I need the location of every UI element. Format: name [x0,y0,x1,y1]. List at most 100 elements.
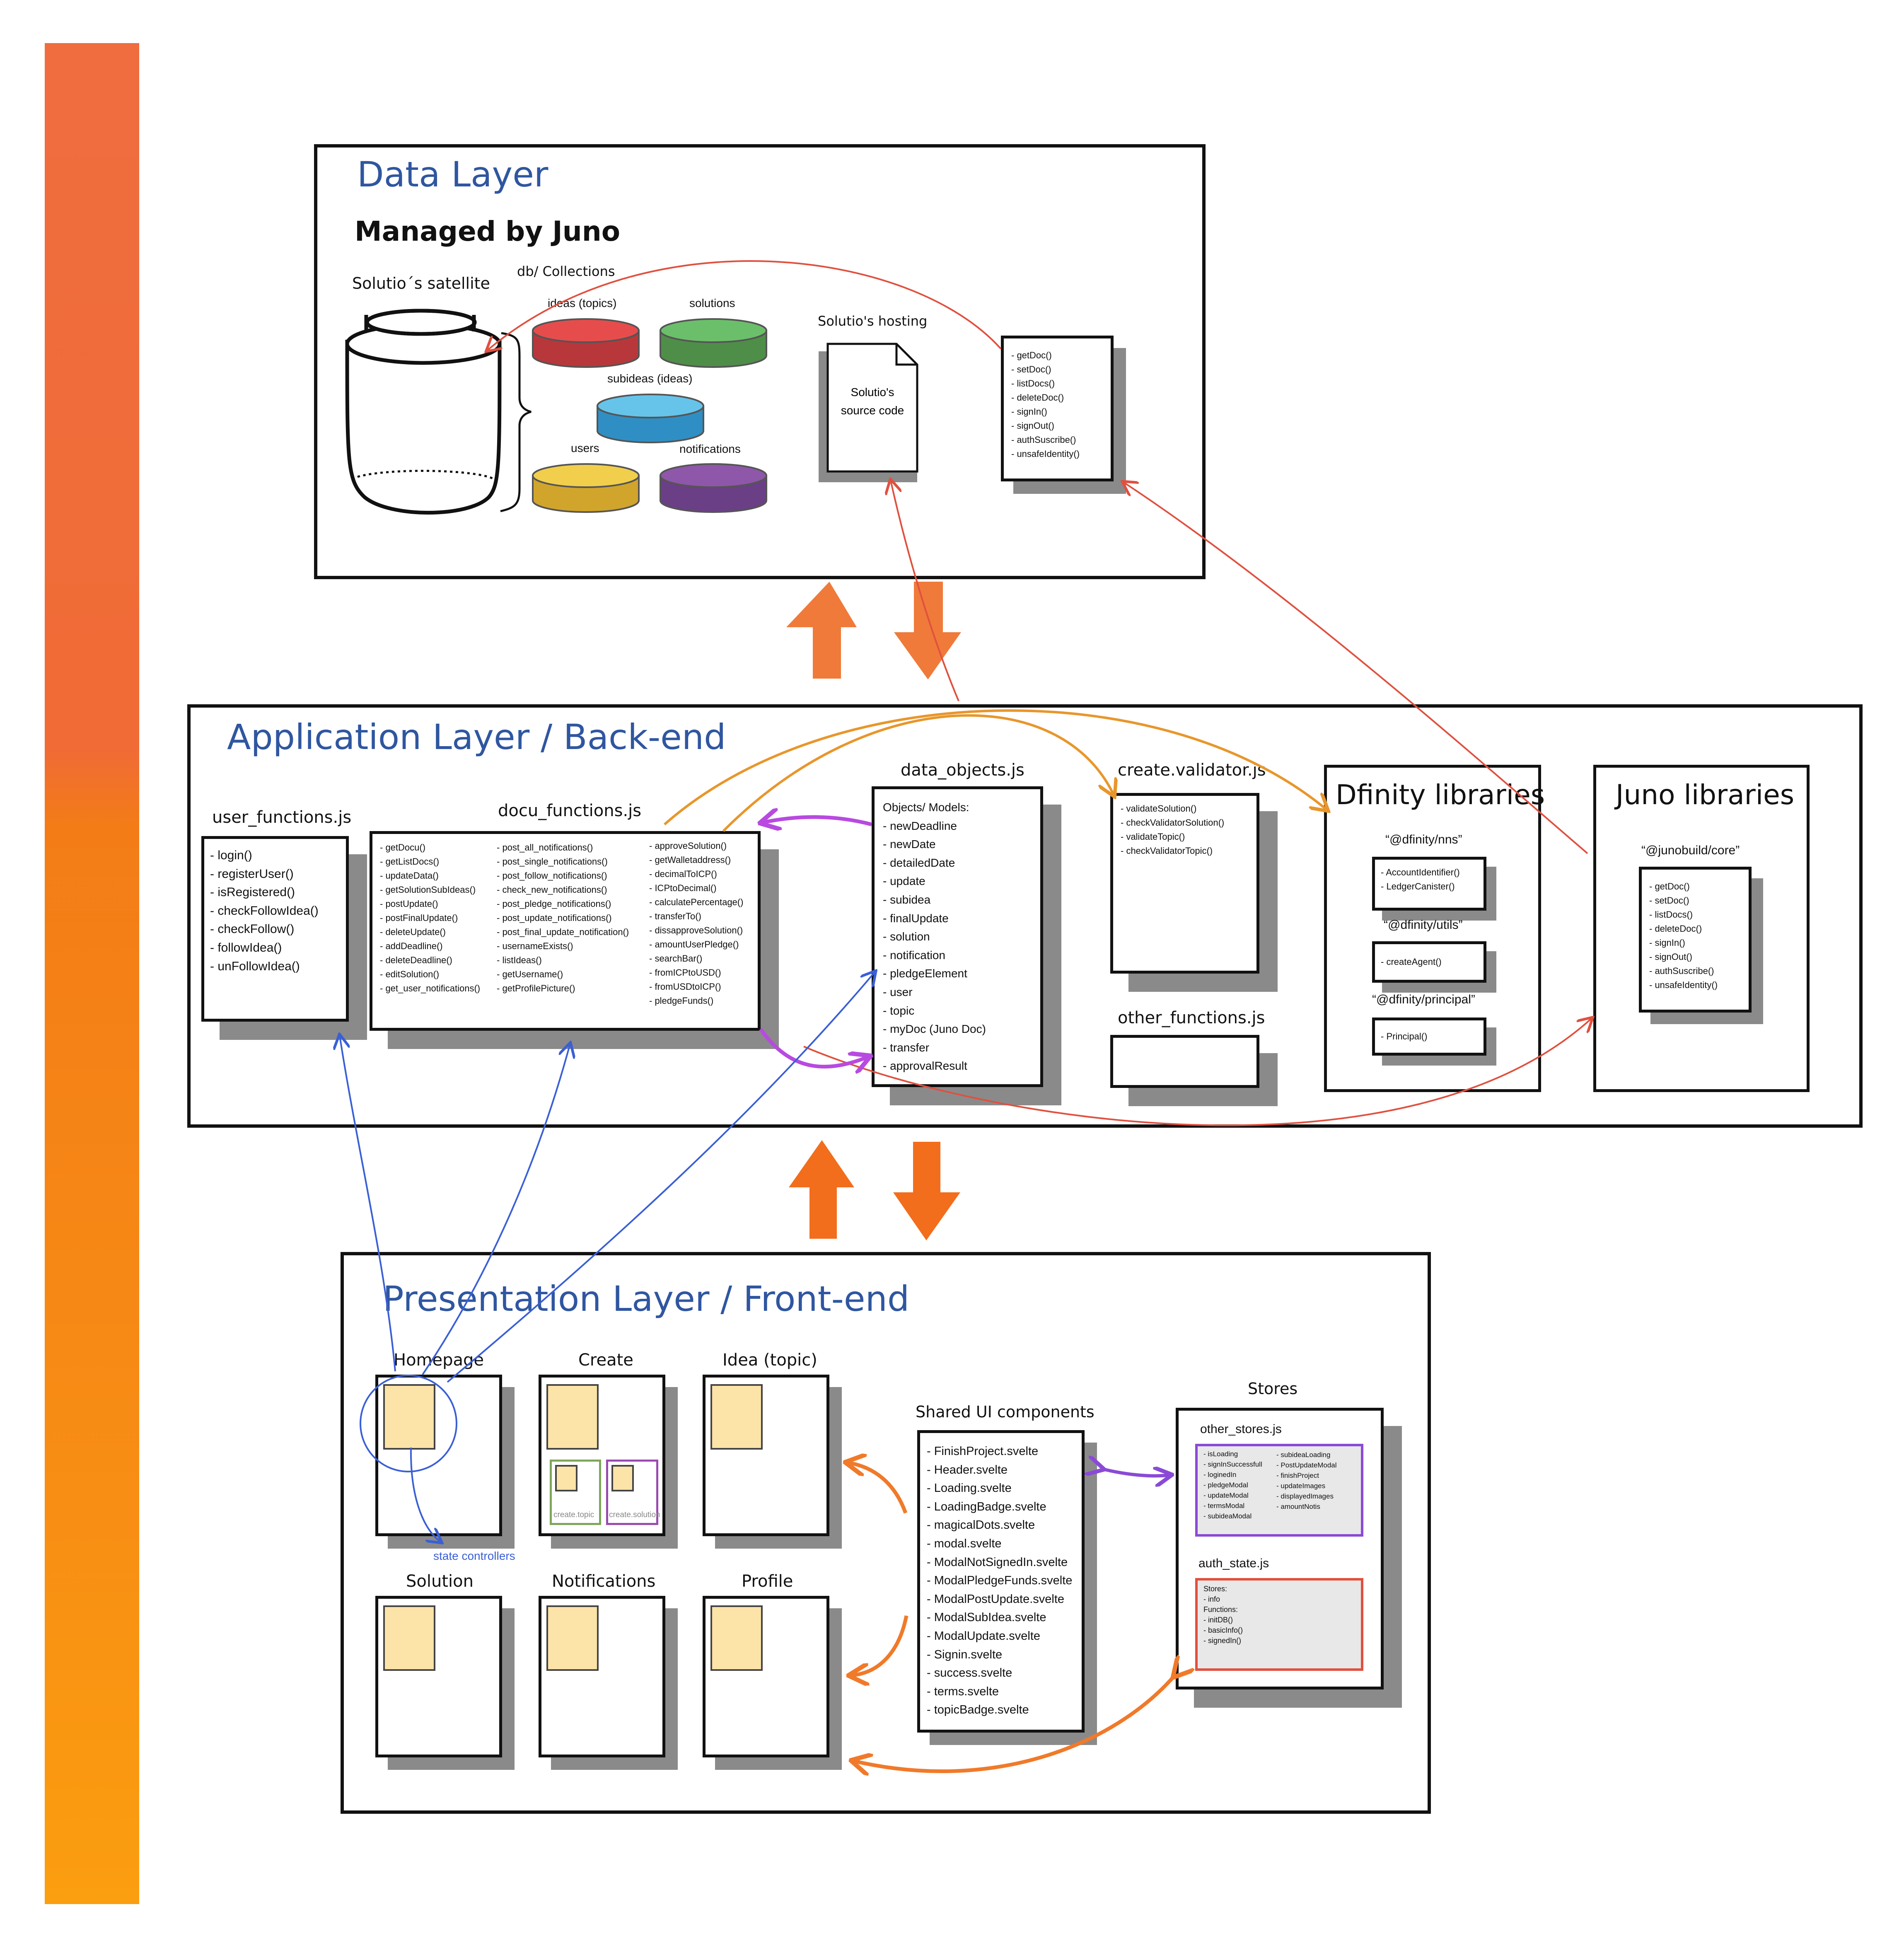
method-item: - unsafeIdentity() [1011,449,1080,459]
other-functions-box [1110,1035,1259,1088]
function-item: - approveSolution() [649,841,727,851]
object-item: - notification [883,948,945,962]
collection-label-solutions: solutions [689,297,735,309]
orange-arrow-to-dfinity [664,709,1327,826]
profile-component [710,1605,763,1671]
auth-item: Stores: [1203,1585,1227,1593]
object-item: Objects/ Models: [883,801,969,814]
function-item: - postUpdate() [380,899,438,909]
other-stores-col1: - isLoading - signInSuccessfull - logine… [1203,1449,1262,1521]
collection-label-notifications: notifications [679,442,741,455]
dfinity-utils-list: - createAgent() [1381,955,1442,969]
method-item: - setDoc() [1011,364,1051,375]
function-item: - addDeadline() [380,941,443,951]
function-item: - checkValidatorSolution() [1121,817,1225,828]
docu-functions-col2: - post_all_notifications() - post_single… [497,841,629,996]
component-item: - ModalNotSignedIn.svelte [927,1555,1068,1569]
component-item: - ModalPledgeFunds.svelte [927,1574,1073,1588]
solution-page [375,1596,502,1757]
red-arrow-juno-to-methods [1124,482,1588,854]
function-item: - usernameExists() [497,941,573,951]
function-item: - post_update_notifications() [497,913,612,923]
collection-solutions-disc [660,318,767,368]
function-item: - searchBar() [649,953,703,964]
component-item: - ModalPostUpdate.svelte [927,1592,1065,1606]
function-item: - checkValidatorTopic() [1121,846,1213,856]
function-item: - unFollowIdea() [210,959,300,973]
docu-functions-box: - getDocu() - getListDocs() - updateData… [370,831,761,1031]
function-item: - getUsername() [497,969,563,979]
data-layer-subtitle: Managed by Juno [355,215,621,247]
method-item: - getDoc() [1011,350,1052,360]
orange-arrow-shared-to-profile [850,1615,909,1675]
component-item: - magicalDots.svelte [927,1518,1035,1532]
object-item: - approvalResult [883,1059,967,1073]
source-code-document-icon: Solutio's source code [819,343,918,482]
create-solution-label: create.solution [609,1511,660,1519]
function-item: - listDocs() [1649,909,1693,920]
object-item: - update [883,875,925,888]
collection-users-disc [532,463,640,513]
auth-state-list: Stores: - info Functions: - initDB() - b… [1203,1584,1243,1646]
function-item: - post_final_update_notification() [497,927,629,937]
function-item: - deleteDoc() [1649,923,1702,934]
store-item: - loginedIn [1203,1471,1237,1479]
function-item: - getWalletaddress() [649,855,731,865]
store-item: - pledgeModal [1203,1481,1248,1489]
collections-brace [500,332,532,512]
dfinity-principal-list: - Principal() [1381,1030,1427,1044]
function-item: - post_follow_notifications() [497,870,607,881]
docu-functions-col3: - approveSolution() - getWalletaddress()… [649,839,743,1008]
store-item: - amountNotis [1276,1503,1320,1511]
create-validator-list: - validateSolution() - checkValidatorSol… [1121,802,1224,858]
component-item: - Header.svelte [927,1463,1008,1477]
juno-core-box: - getDoc() - setDoc() - listDocs() - del… [1639,867,1752,1013]
function-item: - dissapproveSolution() [649,925,743,935]
create-topic-frame: create.topic [550,1460,601,1525]
satellite-jar-icon [345,309,502,515]
data-layer-title: Data Layer [357,154,548,195]
juno-methods-list: - getDoc() - setDoc() - listDocs() - del… [1011,348,1080,461]
auth-item: - info [1203,1595,1220,1603]
collection-label-subideas: subideas (ideas) [607,372,693,385]
function-item: - signOut() [1649,952,1692,962]
dfinity-utils-box: - createAgent() [1372,941,1486,983]
create-validator-box: - validateSolution() - checkValidatorSol… [1110,793,1259,974]
dfinity-principal-label: “@dfinity/principal” [1372,993,1475,1006]
auth-state-title: auth_state.js [1198,1556,1269,1570]
data-layer-juno-methods-box: - getDoc() - setDoc() - listDocs() - del… [1001,336,1114,481]
function-item: - fromICPtoUSD() [649,967,721,978]
other-stores-col2: - subideaLoading - PostUpdateModal - fin… [1276,1450,1337,1512]
up-arrow-icon [789,1140,854,1239]
component-item: - ModalUpdate.svelte [927,1629,1041,1643]
user-functions-list: - login() - registerUser() - isRegistere… [210,846,319,976]
auth-item: - basicInfo() [1203,1626,1243,1634]
stores-title: Stores [1248,1380,1298,1398]
notifications-page [539,1596,665,1757]
data-objects-title: data_objects.js [901,761,1024,780]
down-arrow-icon [893,1142,960,1240]
profile-label: Profile [742,1572,793,1591]
object-item: - solution [883,930,930,943]
object-item: - newDeadline [883,819,957,832]
function-item: - post_single_notifications() [497,856,608,867]
component-item: - ModalSubIdea.svelte [927,1611,1046,1624]
shared-ui-title: Shared UI components [916,1403,1095,1421]
collection-notifications-disc [660,463,767,513]
function-item: - listIdeas() [497,955,542,965]
profile-page [703,1596,829,1757]
component-item: - FinishProject.svelte [927,1445,1039,1458]
function-item: - LedgerCanister() [1381,881,1455,892]
purple-arrow-docu-to-objects [759,1028,869,1067]
create-topic-label: create.topic [553,1511,594,1519]
object-item: - finalUpdate [883,911,949,925]
docu-functions-col1: - getDocu() - getListDocs() - updateData… [380,841,480,996]
presentation-layer-title: Presentation Layer / Front-end [383,1279,910,1319]
create-solution-frame: create.solution [606,1460,660,1525]
orange-arrow-shared-to-idea [847,1462,908,1514]
method-item: - signIn() [1011,406,1047,417]
dfinity-libraries-title: Dfinity libraries [1336,779,1545,811]
function-item: - validateSolution() [1121,803,1197,814]
dfinity-utils-label: “@dfinity/utils” [1384,918,1463,932]
method-item: - signOut() [1011,421,1054,431]
